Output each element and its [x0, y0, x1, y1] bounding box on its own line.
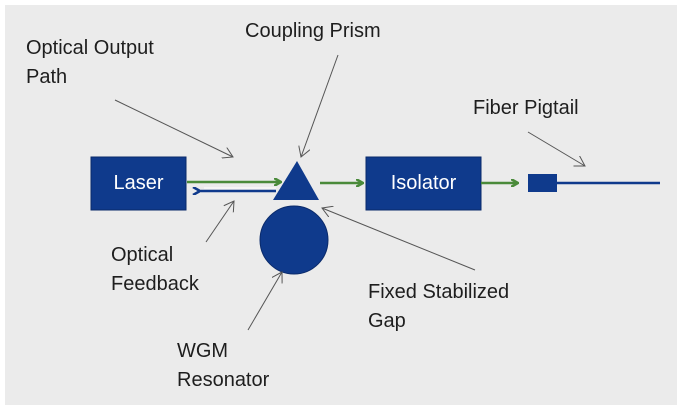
- optical-output-path-label: Optical Output Path: [26, 34, 154, 92]
- pointer-fiber-pigtail: [527, 131, 585, 166]
- label-line: Optical Output: [26, 37, 154, 59]
- coupling-prism-triangle: [273, 161, 319, 200]
- label-line: Optical: [111, 244, 174, 266]
- pointer-coupling-prism: [301, 54, 339, 157]
- pointer-optical-feedback: [205, 201, 234, 243]
- pointer-wgm-resonator: [247, 272, 282, 331]
- optical-feedback-label: Optical Feedback: [111, 241, 199, 299]
- fiber-connector: [528, 174, 557, 192]
- fiber-pigtail-label: Fiber Pigtail: [473, 97, 579, 119]
- label-line: WGM: [177, 340, 229, 362]
- laser-box: [90, 156, 187, 211]
- label-line: Feedback: [111, 273, 199, 295]
- label-line: Gap: [368, 310, 406, 332]
- pointer-optical-output-path: [114, 99, 233, 157]
- fixed-stabilized-gap-label: Fixed Stabilized Gap: [368, 278, 509, 336]
- pointer-fixed-stabilized-gap: [322, 208, 476, 271]
- coupling-prism-label: Coupling Prism: [245, 20, 381, 42]
- label-line: Fixed Stabilized: [368, 281, 510, 303]
- label-line: Path: [26, 66, 68, 88]
- wgm-resonator-label: WGM Resonator: [177, 337, 269, 395]
- laser-label: Laser: [113, 172, 164, 194]
- isolator-box: [365, 156, 482, 211]
- isolator-label: Isolator: [390, 172, 457, 194]
- wgm-resonator-circle: [259, 205, 329, 275]
- label-line: Resonator: [177, 369, 270, 391]
